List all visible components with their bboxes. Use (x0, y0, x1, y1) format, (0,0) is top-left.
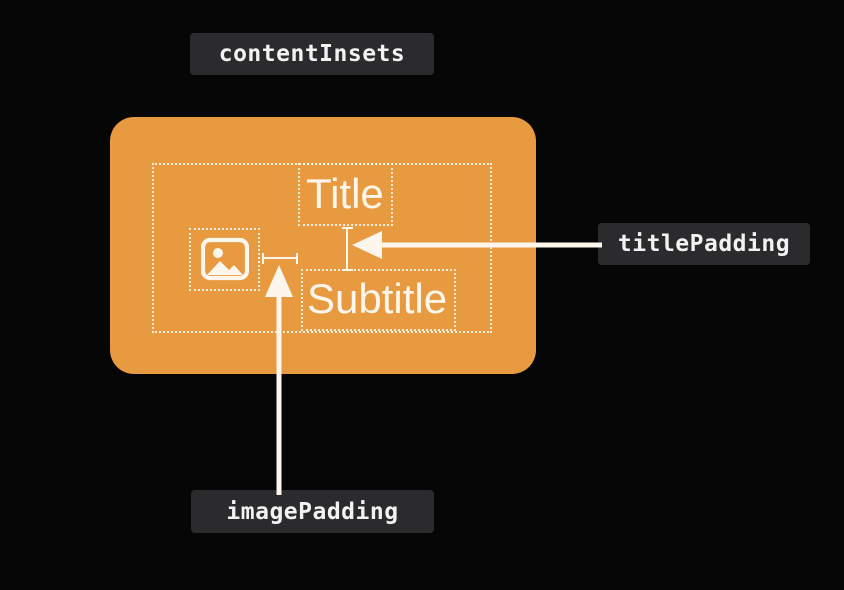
subtitle-well-region (301, 269, 456, 331)
title-padding-connector-arrow (352, 231, 602, 259)
title-well-region (298, 163, 393, 226)
annotation-label-text: contentInsets (218, 41, 406, 67)
measure-cap-end (342, 269, 353, 271)
measure-bar (262, 257, 298, 259)
photo-icon (201, 237, 249, 281)
measure-bar (346, 227, 348, 271)
annotation-label-text: imagePadding (226, 498, 399, 525)
image-padding-measure (262, 253, 298, 264)
measure-cap-end (296, 253, 298, 264)
annotation-label-content-insets: contentInsets (190, 33, 434, 75)
image-padding-connector-arrow (265, 265, 293, 495)
annotation-label-image-padding: imagePadding (191, 490, 434, 533)
card-subtitle-text: Subtitle (307, 275, 448, 322)
card-title-text: Title (306, 170, 384, 217)
image-well-region (189, 228, 260, 291)
title-padding-measure (342, 227, 353, 271)
annotation-label-text: titlePadding (617, 231, 791, 257)
annotation-label-title-padding: titlePadding (598, 223, 810, 265)
